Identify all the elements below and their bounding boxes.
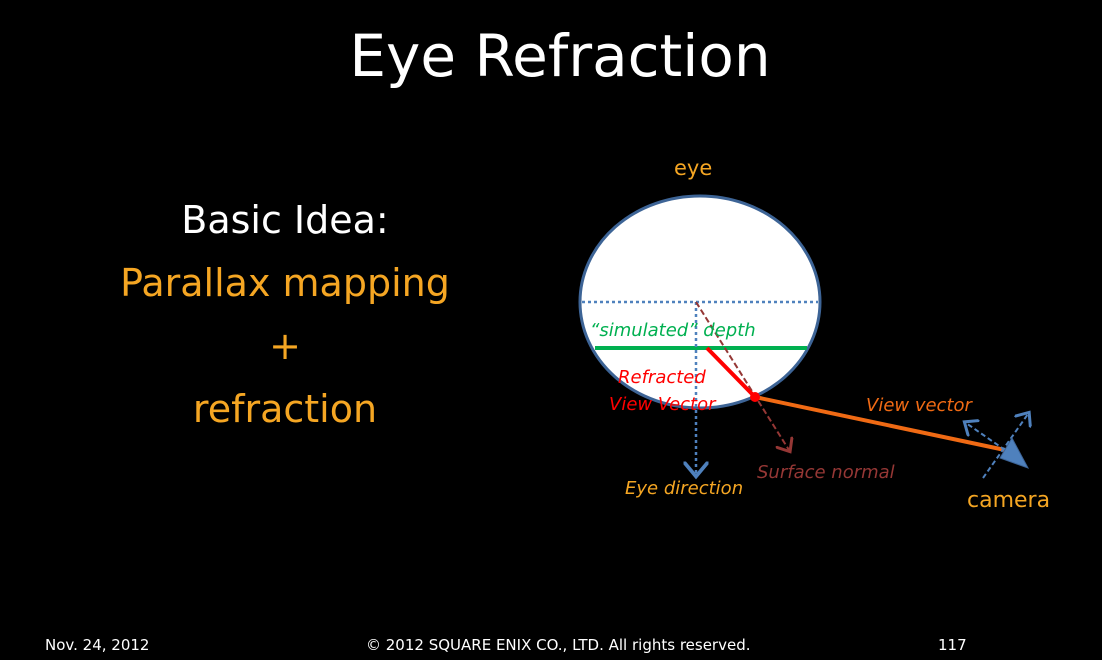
footer-page-number: 117 [938,636,967,654]
slide-title: Eye Refraction [349,22,771,90]
camera-label: camera [967,488,1051,513]
refracted-label: Refracted [618,367,706,388]
refracted-view-vector [705,346,757,399]
plus-text: + [269,324,301,368]
refraction-text: refraction [192,387,378,431]
refracted-view-vector-label: View Vector [609,394,716,415]
view-vector-line [754,395,1006,452]
surface-normal-label: Surface normal [757,462,895,483]
basic-idea-label: Basic Idea: [181,198,389,242]
view-vector-label: View vector [866,395,972,416]
eye-ellipse [578,194,822,410]
eye-direction-label: Eye direction [625,478,744,499]
eye-label: eye [674,156,713,180]
simulated-depth-label: “simulated” depth [590,320,756,341]
footer-date: Nov. 24, 2012 [45,636,150,654]
footer-copyright: © 2012 SQUARE ENIX CO., LTD. All rights … [366,636,751,654]
parallax-mapping-text: Parallax mapping [120,261,450,305]
camera-icon [966,414,1028,479]
surface-normal-arrow [695,301,789,450]
intersection-point [750,392,760,402]
